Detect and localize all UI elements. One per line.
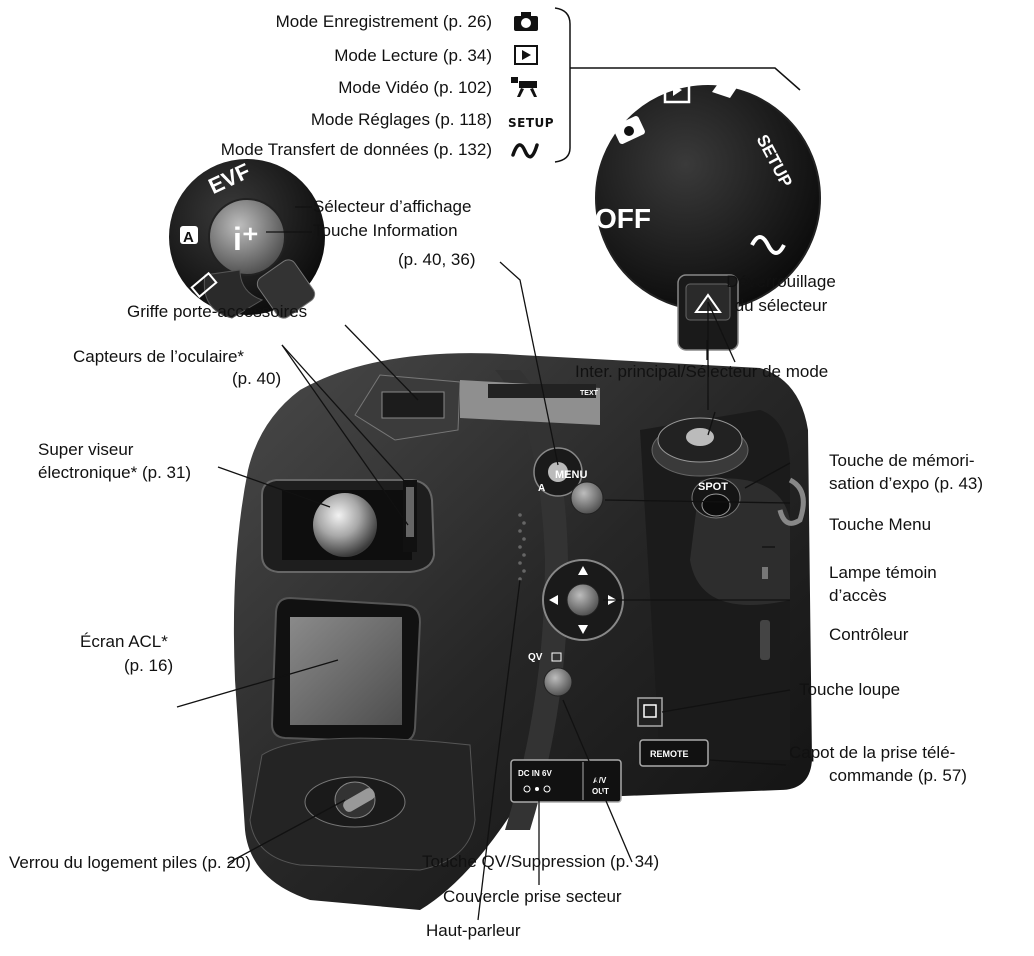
label-touche-menu: Touche Menu bbox=[829, 515, 932, 534]
label-griffe: Griffe porte-accessoires bbox=[127, 302, 308, 321]
qv-button-label: QV bbox=[528, 652, 543, 663]
mode-playback-label: Mode Lecture (p. 34) bbox=[334, 46, 492, 65]
mode-setup-label: Mode Réglages (p. 118) bbox=[310, 110, 492, 129]
movie-icon bbox=[511, 77, 539, 97]
label-haut-parleur: Haut-parleur bbox=[426, 921, 521, 940]
data-transfer-icon bbox=[511, 141, 541, 159]
text-mode-badge: TEXT bbox=[580, 390, 599, 397]
av-label: A/V bbox=[593, 776, 607, 785]
label-capot-2: commande (p. 57) bbox=[829, 766, 967, 785]
qv-button[interactable] bbox=[543, 667, 573, 697]
remote-label: REMOTE bbox=[650, 749, 689, 759]
leader-lines bbox=[176, 206, 791, 921]
label-selecteur-affichage: Sélecteur d’affichage bbox=[313, 197, 472, 216]
remote-cover[interactable] bbox=[639, 739, 709, 767]
label-info-pages: (p. 40, 36) bbox=[398, 250, 476, 269]
inset-transfer-icon bbox=[750, 235, 786, 255]
label-capteurs-2: (p. 40) bbox=[232, 369, 282, 388]
inset-scene-icon bbox=[712, 70, 742, 98]
playback-icon bbox=[514, 45, 538, 65]
menu-button-label: MENU bbox=[555, 469, 587, 481]
label-memorisation-1: Touche de mémori- bbox=[829, 451, 975, 470]
camera-body: TEXT A MENU bbox=[233, 353, 813, 910]
label-capot-1: Capot de la prise télé- bbox=[789, 743, 956, 762]
magnify-button[interactable] bbox=[637, 697, 663, 727]
label-touche-loupe: Touche loupe bbox=[799, 680, 901, 699]
label-lampe-1: Lampe témoin bbox=[829, 563, 937, 582]
display-dial-lcd-icon bbox=[190, 271, 218, 299]
spot-button[interactable] bbox=[701, 493, 731, 517]
label-inter-principal: Inter. principal/Sélecteur de mode bbox=[575, 362, 829, 381]
label-deverrouillage-1: Dévérrouillage bbox=[726, 272, 836, 291]
body-auto-mark: A bbox=[538, 483, 545, 494]
label-super-viseur-1: Super viseur bbox=[38, 440, 134, 459]
out-label: OUT bbox=[592, 787, 609, 796]
label-deverrouillage-2: du sélecteur bbox=[734, 296, 828, 315]
label-touche-qv: Touche QV/Suppression (p. 34) bbox=[422, 852, 660, 871]
menu-button[interactable] bbox=[570, 481, 604, 515]
small-dial-info: i⁺ bbox=[233, 221, 259, 257]
dc-in-label: DC IN 6V bbox=[518, 769, 552, 778]
label-lampe-2: d’accès bbox=[829, 586, 887, 605]
controller-center[interactable] bbox=[566, 583, 600, 617]
display-dial-inset bbox=[169, 159, 325, 319]
spot-button-label: SPOT bbox=[698, 481, 728, 493]
setup-text: SETUP bbox=[508, 116, 555, 130]
inset-playback-icon bbox=[663, 76, 691, 104]
label-ecran-1: Écran ACL* bbox=[80, 632, 168, 651]
inset-off-text: OFF bbox=[595, 203, 651, 234]
inset-camera-icon bbox=[613, 116, 645, 144]
camera-icon bbox=[513, 12, 539, 32]
label-ecran-2: (p. 16) bbox=[124, 656, 174, 675]
label-controleur: Contrôleur bbox=[829, 625, 909, 644]
label-touche-information: Touche Information bbox=[313, 221, 458, 240]
mode-record-label: Mode Enregistrement (p. 26) bbox=[275, 12, 492, 31]
mode-transfer-label: Mode Transfert de données (p. 132) bbox=[220, 140, 492, 159]
mode-movie-label: Mode Vidéo (p. 102) bbox=[338, 78, 492, 97]
label-verrou: Verrou du logement piles (p. 20) bbox=[9, 853, 251, 872]
label-memorisation-2: sation d’expo (p. 43) bbox=[829, 474, 984, 493]
label-super-viseur-2: électronique* (p. 31) bbox=[38, 463, 192, 482]
small-dial-auto: A bbox=[183, 229, 194, 246]
label-couvercle: Couvercle prise secteur bbox=[443, 887, 622, 906]
label-capteurs-1: Capteurs de l’oculaire* bbox=[73, 347, 245, 366]
